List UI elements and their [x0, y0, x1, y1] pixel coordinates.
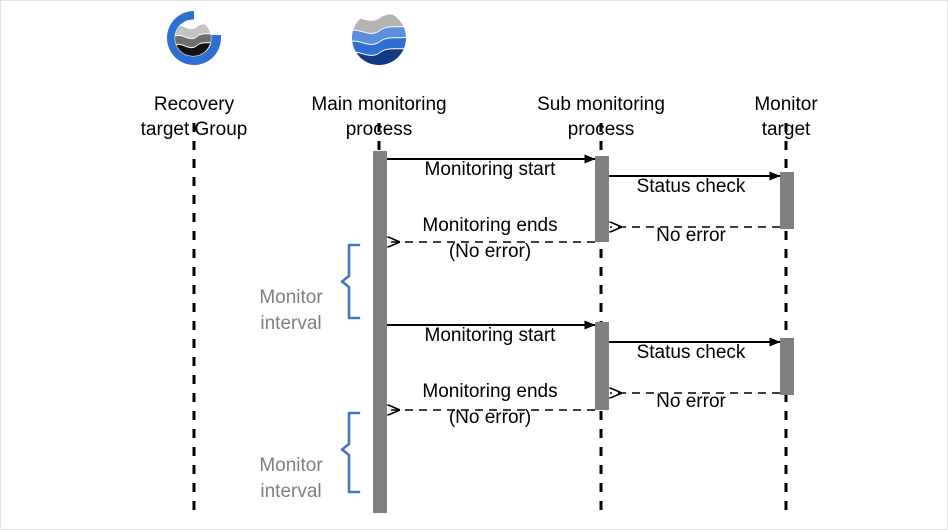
message-text: No error — [656, 225, 726, 246]
globe-wave-icon — [348, 7, 410, 69]
message-arrows-cycle-1 — [387, 154, 781, 242]
message-text: Status check — [636, 176, 746, 197]
message-label-no-error-1: No error — [611, 197, 771, 249]
message-text: Status check — [636, 342, 746, 363]
interval-text: Monitor interval — [259, 455, 323, 502]
message-label-monitoring-start-2: Monitoring start — [390, 297, 590, 349]
lifeline-label-sub-monitoring-process: Sub monitoring process — [537, 94, 665, 140]
lifeline-label-recovery-target-group: Recovery target Group — [140, 94, 248, 140]
message-label-status-check-2: Status check — [606, 314, 776, 366]
activation-bar-sub-1 — [595, 156, 609, 242]
message-label-monitoring-ends-1: Monitoring ends (No error) — [390, 187, 590, 265]
lifeline-header-sub-monitoring-process: Sub monitoring process — [511, 67, 691, 142]
globe-g-icon-svg — [167, 11, 221, 65]
brace-monitor-interval-1 — [340, 243, 361, 320]
globe-wave-icon-svg — [352, 11, 406, 65]
activation-bar-sub-2 — [595, 322, 609, 410]
lifeline-header-monitor-target: Monitor target — [711, 67, 861, 142]
lifeline-header-recovery-target-group: Recovery target Group — [114, 67, 274, 142]
lifeline-label-monitor-target: Monitor target — [754, 94, 818, 140]
message-text: No error — [656, 391, 726, 412]
interval-label-monitor-interval-2: Monitor interval — [231, 427, 351, 505]
interval-braces — [340, 243, 361, 494]
activation-bar-target-1 — [780, 172, 794, 229]
brace-monitor-interval-2 — [340, 411, 361, 494]
message-label-monitoring-start-1: Monitoring start — [390, 131, 590, 183]
message-label-no-error-2: No error — [611, 363, 771, 415]
message-label-monitoring-ends-2: Monitoring ends (No error) — [390, 353, 590, 431]
activation-bar-target-2 — [780, 338, 794, 395]
message-text: Monitoring start — [424, 325, 556, 346]
message-label-status-check-1: Status check — [606, 148, 776, 200]
interval-label-monitor-interval-1: Monitor interval — [231, 259, 351, 337]
message-arrows-cycle-2 — [387, 320, 781, 410]
activation-bar-main — [373, 151, 387, 513]
activation-bars — [373, 151, 794, 513]
interval-text: Monitor interval — [259, 287, 323, 334]
message-text: Monitoring ends (No error) — [422, 381, 558, 428]
globe-g-icon — [163, 7, 225, 69]
lifeline-label-main-monitoring-process: Main monitoring process — [311, 94, 447, 140]
message-text: Monitoring ends (No error) — [422, 215, 558, 262]
message-text: Monitoring start — [424, 159, 556, 180]
lifeline-header-main-monitoring-process: Main monitoring process — [289, 67, 469, 142]
